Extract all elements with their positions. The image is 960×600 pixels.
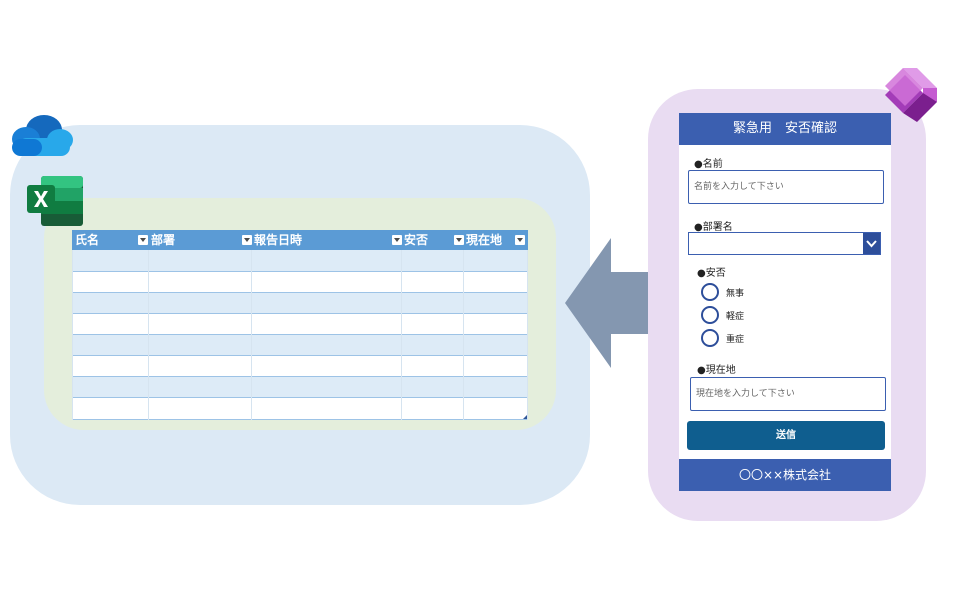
column-header-department[interactable]: 部署 — [151, 233, 176, 247]
row-divider — [72, 334, 528, 335]
name-label: ●名前 — [694, 159, 723, 170]
submit-button[interactable]: 送信 — [687, 421, 885, 450]
table-row[interactable] — [72, 376, 528, 397]
row-divider — [72, 376, 528, 377]
safety-option-minor-injury-label: 軽症 — [726, 312, 745, 322]
row-divider — [72, 271, 528, 272]
excel-table: 氏名 部署 報告日時 安否 現在地 — [72, 230, 528, 420]
left-arrow-icon — [565, 238, 673, 368]
safety-option-serious-injury-label: 重症 — [726, 335, 745, 345]
table-row[interactable] — [72, 271, 528, 292]
table-row[interactable] — [72, 292, 528, 313]
column-header-report-datetime[interactable]: 報告日時 — [254, 233, 303, 247]
excel-icon — [27, 176, 83, 226]
department-dropdown[interactable] — [688, 232, 881, 255]
table-resize-handle[interactable] — [523, 415, 527, 419]
column-header-name[interactable]: 氏名 — [75, 233, 100, 247]
table-row[interactable] — [72, 313, 528, 334]
filter-dropdown-icon[interactable] — [242, 235, 252, 245]
safety-label: ●安否 — [697, 268, 726, 279]
safety-option-safe[interactable] — [701, 283, 719, 301]
company-footer: 〇〇××株式会社 — [679, 459, 891, 491]
safety-option-minor-injury[interactable] — [701, 306, 719, 324]
row-divider — [72, 397, 528, 398]
radio-button-icon[interactable] — [701, 306, 719, 324]
chevron-down-icon[interactable] — [863, 233, 880, 254]
filter-dropdown-icon[interactable] — [454, 235, 464, 245]
column-divider — [527, 250, 528, 420]
column-divider — [72, 250, 73, 420]
filter-dropdown-icon[interactable] — [515, 235, 525, 245]
onedrive-icon — [12, 115, 73, 156]
filter-dropdown-icon[interactable] — [138, 235, 148, 245]
table-row[interactable] — [72, 397, 528, 420]
row-divider — [72, 313, 528, 314]
filter-dropdown-icon[interactable] — [392, 235, 402, 245]
power-apps-icon — [885, 68, 937, 122]
safety-option-serious-injury[interactable] — [701, 329, 719, 347]
column-header-safety[interactable]: 安否 — [404, 233, 429, 247]
table-row[interactable] — [72, 250, 528, 271]
column-divider — [148, 250, 149, 420]
column-divider — [401, 250, 402, 420]
location-label: ●現在地 — [697, 365, 736, 376]
safety-option-safe-label: 無事 — [726, 289, 745, 299]
column-divider — [463, 250, 464, 420]
column-header-location[interactable]: 現在地 — [466, 233, 503, 247]
department-label: ●部署名 — [694, 222, 733, 233]
table-header-row: 氏名 部署 報告日時 安否 現在地 — [72, 230, 528, 250]
location-input[interactable] — [690, 377, 886, 411]
row-divider — [72, 419, 528, 420]
column-divider — [251, 250, 252, 420]
radio-button-icon[interactable] — [701, 283, 719, 301]
table-row[interactable] — [72, 334, 528, 355]
name-input[interactable] — [688, 170, 884, 204]
row-divider — [72, 355, 528, 356]
row-divider — [72, 292, 528, 293]
radio-button-icon[interactable] — [701, 329, 719, 347]
safety-check-form: 緊急用 安否確認 ●名前 ●部署名 ●安否 無事 軽症 重症 ●現在地 送信 〇… — [679, 113, 891, 491]
form-title: 緊急用 安否確認 — [679, 113, 891, 145]
table-row[interactable] — [72, 355, 528, 376]
